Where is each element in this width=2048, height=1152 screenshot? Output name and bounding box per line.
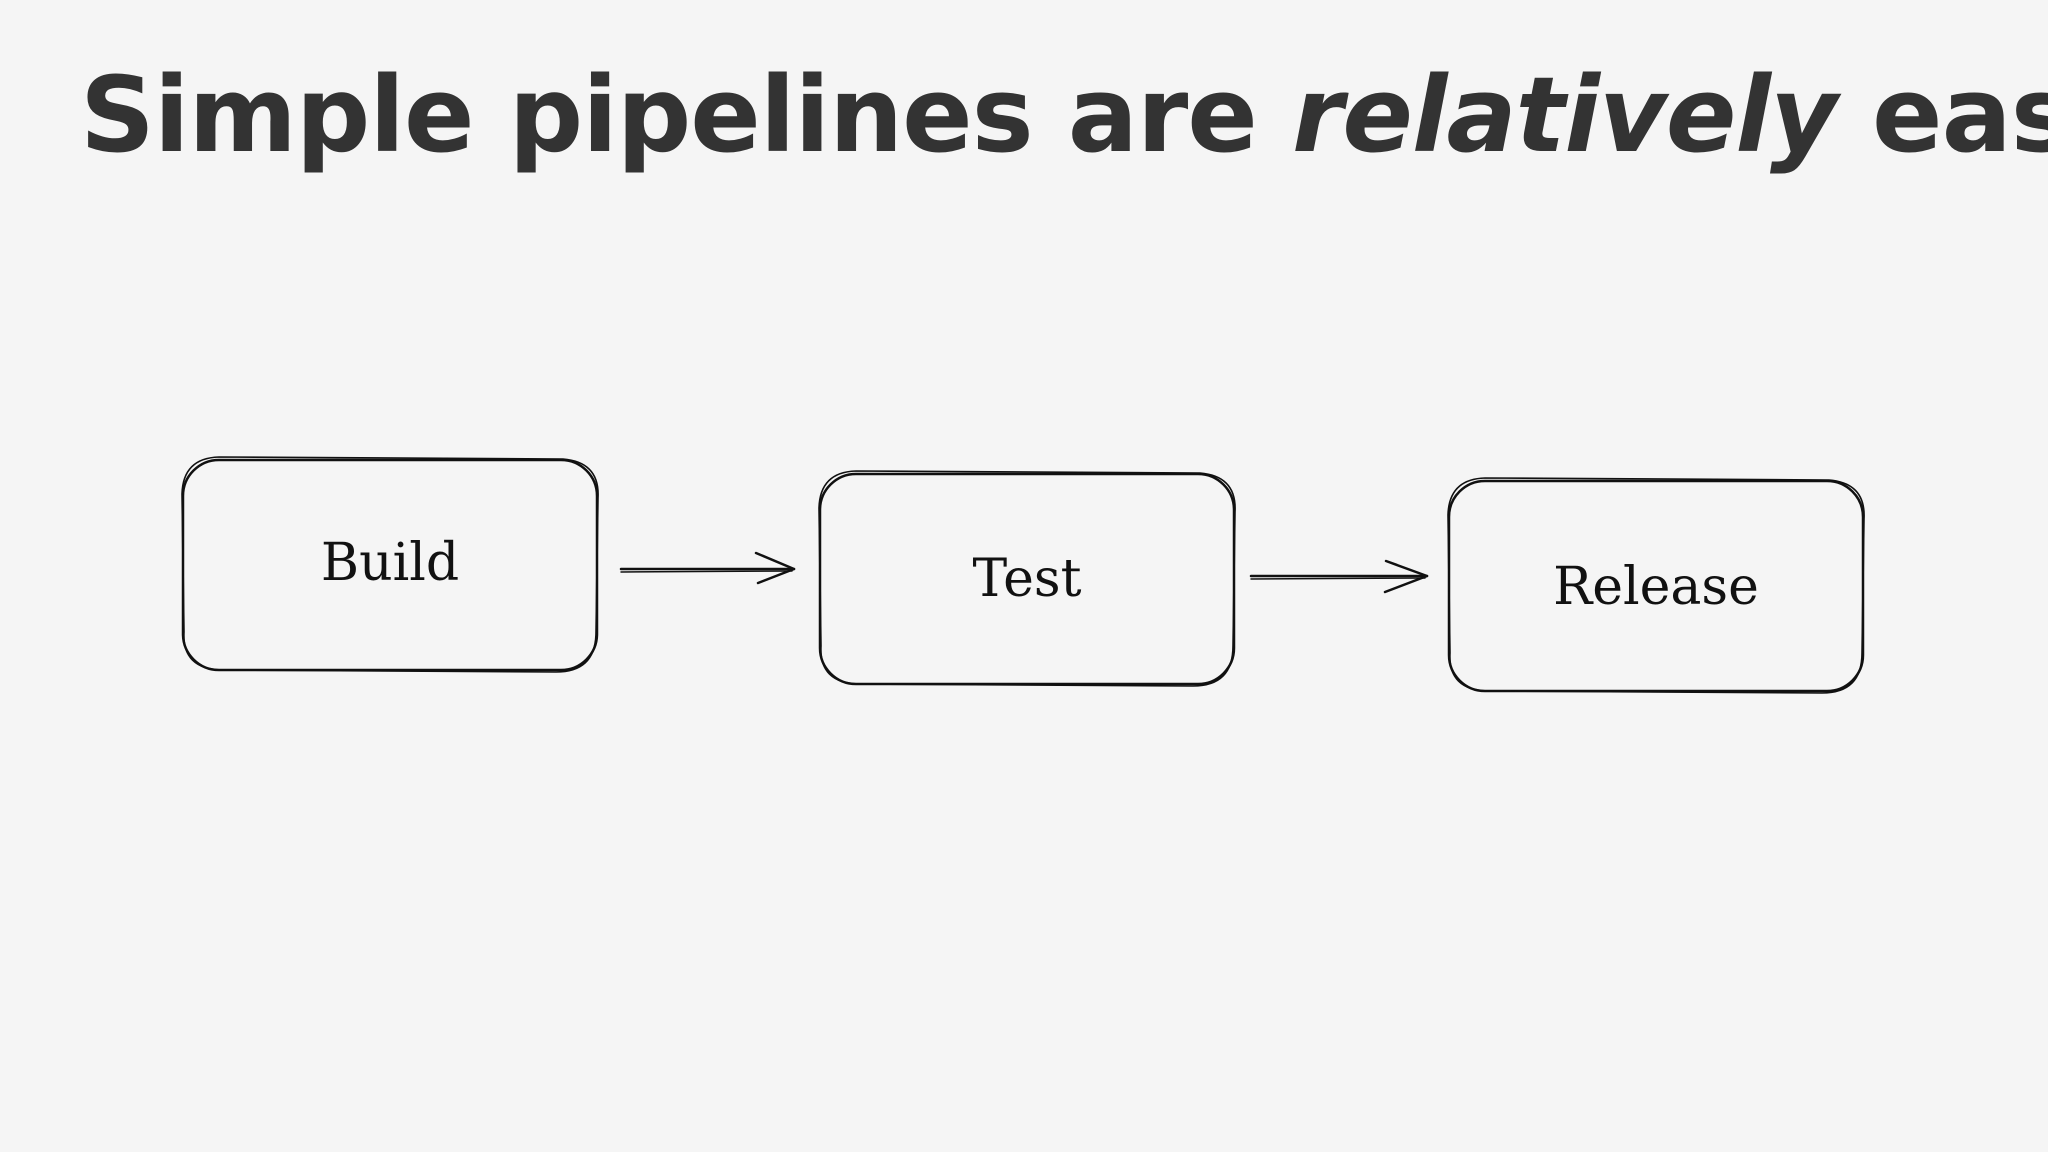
node-label-release: Release: [1553, 557, 1759, 617]
build-box: [181, 456, 599, 673]
node-label-test: Test: [972, 549, 1081, 609]
node-label-build: Build: [321, 533, 459, 593]
title-text-end: easy: [1872, 54, 2048, 176]
title-text: Simple pipelines are: [80, 54, 1293, 176]
arrow-test-to-release: [1249, 559, 1429, 594]
release-box: [1447, 477, 1865, 694]
test-box: [818, 470, 1236, 687]
title-emphasis: relatively: [1292, 54, 1838, 176]
slide-title: Simple pipelines are relatively easy: [80, 40, 2048, 190]
arrow-build-to-test: [619, 551, 796, 585]
